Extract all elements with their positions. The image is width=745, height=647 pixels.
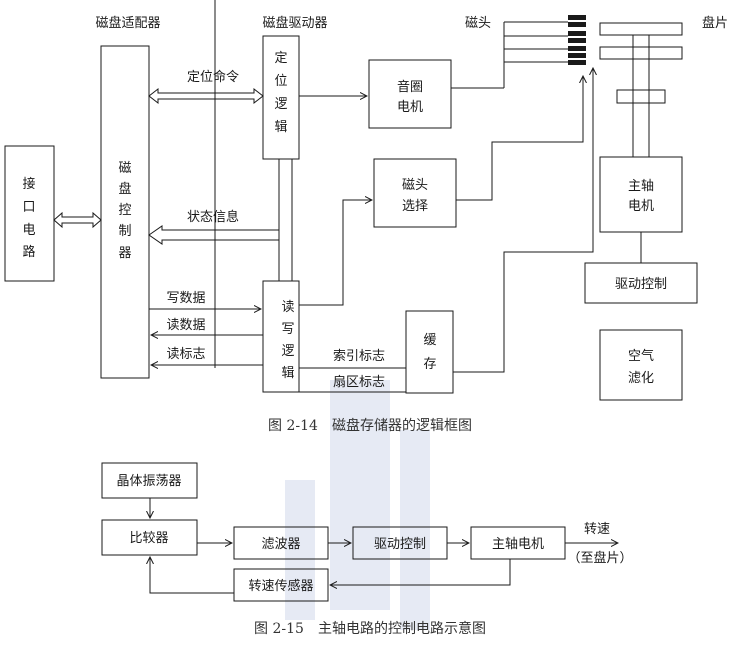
spindle-motor-box: [599, 156, 683, 233]
head-select-label: 磁头 选择: [402, 178, 428, 214]
head-select-box: [373, 158, 457, 228]
status-info-label: 状态信息: [187, 209, 239, 225]
read-flag-label: 读标志: [166, 347, 205, 362]
buffer-label: 缓 存: [423, 333, 436, 372]
svg-text:空气: 空气: [628, 348, 654, 364]
platter-1: [599, 22, 683, 36]
motor-to-sensor: [330, 559, 511, 585]
speed-sensor-box: [233, 568, 329, 602]
read-data-label: 读数据: [166, 318, 205, 333]
voice-coil-motor-label: 音圈 电机: [397, 79, 423, 115]
disk-controller-label: 磁 盘 控 制 器: [118, 161, 131, 261]
svg-text:定: 定: [274, 51, 287, 66]
status-info-arrow: [148, 225, 280, 245]
svg-text:辑: 辑: [274, 120, 287, 135]
svg-text:辑: 辑: [281, 366, 294, 381]
svg-text:滤化: 滤化: [628, 371, 654, 386]
svg-text:控: 控: [118, 203, 131, 218]
svg-text:选择: 选择: [402, 199, 428, 214]
svg-text:逻: 逻: [281, 344, 294, 359]
adapter-header: 磁盘适配器: [95, 15, 160, 31]
platter-header: 盘片: [702, 15, 728, 31]
svg-text:逻: 逻: [274, 97, 287, 112]
svg-text:音圈: 音圈: [397, 79, 423, 95]
interface-circuit-label: 接 口 电 路: [22, 176, 35, 260]
index-flag-label: 索引标志: [333, 349, 385, 364]
disk-controller-box: [100, 45, 150, 379]
voice-coil-motor-box: [368, 59, 452, 129]
watermark: [285, 380, 430, 630]
comparator-box: [101, 519, 198, 556]
svg-text:写: 写: [281, 322, 294, 337]
positioning-logic-box: [262, 35, 300, 160]
filter-label: 滤波器: [261, 537, 300, 552]
air-filter-box: [599, 329, 683, 401]
svg-text:盘: 盘: [118, 181, 131, 197]
sector-flag-label: 扇区标志: [333, 374, 385, 390]
svg-text:接: 接: [22, 176, 35, 192]
platter-2: [599, 46, 683, 60]
position-command-label: 定位命令: [187, 69, 239, 85]
svg-text:制: 制: [118, 224, 131, 239]
positioning-logic-label: 定 位 逻 辑: [274, 51, 287, 135]
svg-text:磁头: 磁头: [402, 178, 428, 193]
svg-text:磁: 磁: [118, 161, 131, 176]
rw-logic-box: [262, 280, 300, 393]
air-filter-label: 空气 滤化: [628, 348, 654, 386]
rw-logic-label: 读 写 逻 辑: [281, 300, 294, 381]
svg-text:位: 位: [274, 74, 287, 89]
interface-circuit-box: [4, 145, 55, 282]
svg-text:存: 存: [423, 357, 436, 372]
head-select-to-heads: [456, 76, 583, 201]
svg-text:口: 口: [22, 200, 35, 215]
driver-header: 磁盘驱动器: [262, 15, 327, 31]
svg-text:缓: 缓: [423, 333, 436, 348]
sensor-to-comparator: [150, 557, 234, 594]
svg-text:电: 电: [22, 223, 35, 238]
svg-text:读: 读: [281, 300, 294, 315]
spindle-motor2-label: 主轴电机: [492, 537, 544, 552]
speed-sensor-label: 转速传感器: [248, 578, 313, 594]
buffer-box: [405, 310, 454, 394]
head-header: 磁头: [465, 16, 491, 31]
platter-to-buffer-line: [453, 68, 593, 373]
svg-text:器: 器: [118, 246, 131, 261]
to-platter-note: （至盘片）: [567, 550, 632, 566]
figure-2-15-caption: 图 2-15 主轴电路的控制电路示意图: [254, 620, 486, 637]
drive-control2-label: 驱动控制: [374, 537, 426, 552]
spindle-hub: [616, 89, 666, 104]
position-command-arrow: [148, 87, 264, 105]
rw-to-head-select: [299, 200, 372, 306]
drive-control-label: 驱动控制: [615, 277, 667, 292]
svg-text:路: 路: [22, 244, 35, 260]
spindle-motor-label: 主轴 电机: [628, 179, 654, 214]
oscillator-label: 晶体振荡器: [116, 474, 181, 489]
figure-2-14-caption: 图 2-14 磁盘存储器的逻辑框图: [268, 417, 472, 434]
read-write-heads: [568, 15, 586, 65]
comparator-label: 比较器: [129, 531, 168, 546]
svg-text:电机: 电机: [397, 100, 423, 115]
interface-bus-arrow: [53, 211, 102, 229]
svg-text:主轴: 主轴: [628, 179, 654, 194]
svg-text:电机: 电机: [628, 199, 654, 214]
speed-output-label: 转速: [584, 522, 610, 537]
write-data-label: 写数据: [166, 291, 205, 306]
